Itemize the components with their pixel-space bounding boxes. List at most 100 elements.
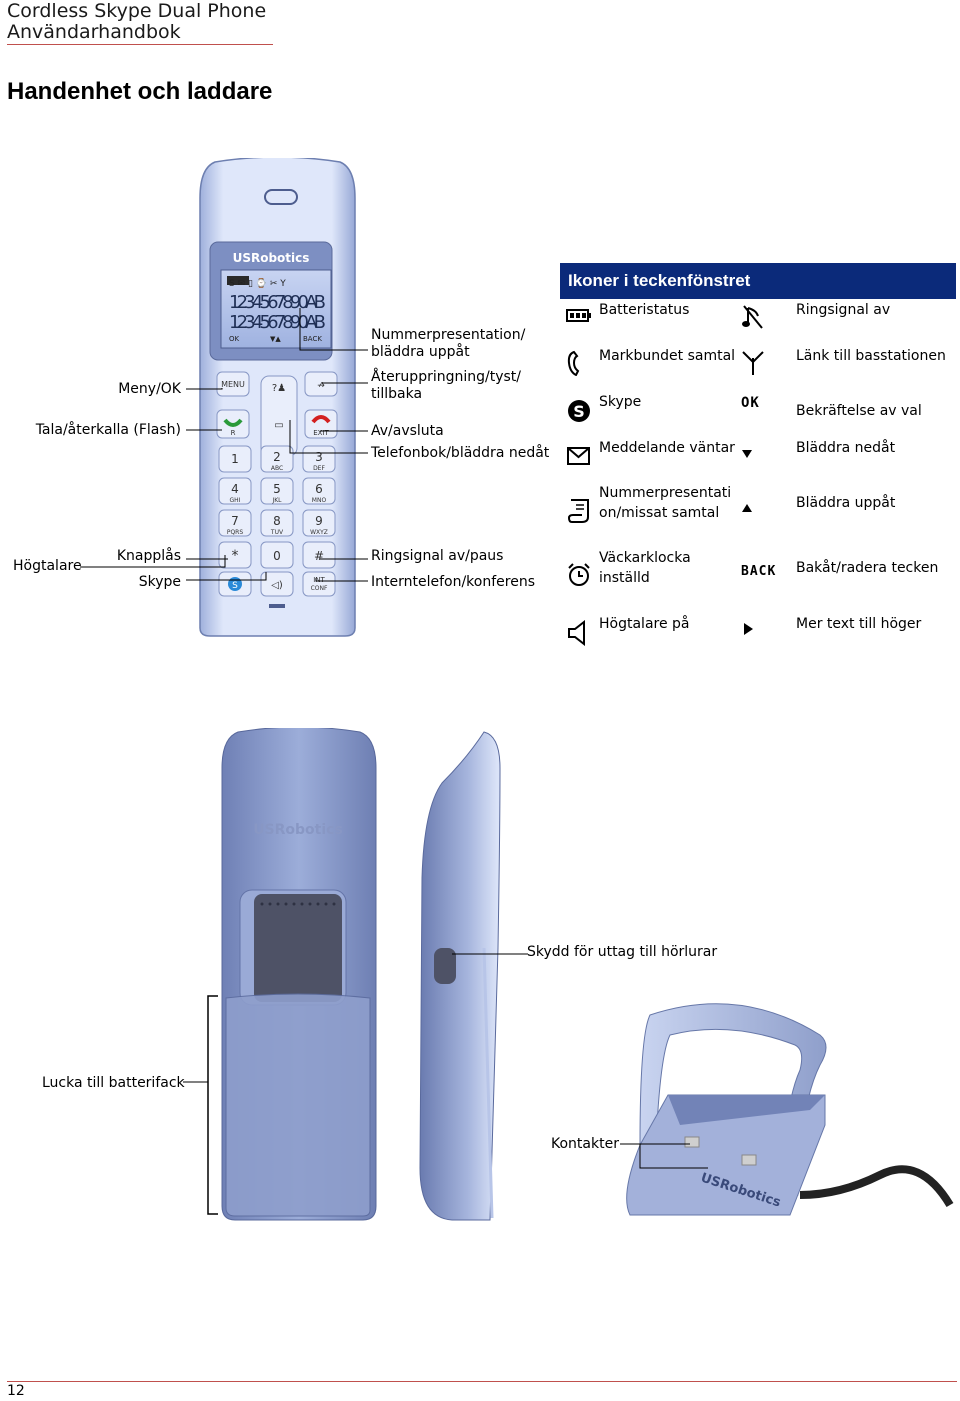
page-number: 12 xyxy=(7,1383,25,1399)
label-ringer: Ringsignal av/paus xyxy=(371,548,504,564)
key-1[interactable] xyxy=(218,445,252,473)
svg-text:CONF: CONF xyxy=(311,585,328,592)
redial-key[interactable] xyxy=(304,371,338,397)
label-talk-flash: Tala/återkalla (Flash) xyxy=(35,422,181,438)
ringer-off-icon xyxy=(740,304,766,330)
exit-key-label: EXIT xyxy=(313,429,329,437)
key-8[interactable] xyxy=(260,509,294,537)
footer-rule xyxy=(7,1381,957,1382)
label-end: Av/avsluta xyxy=(371,423,444,439)
handset-side-illustration xyxy=(419,731,501,1221)
svg-text:MNO: MNO xyxy=(312,497,327,504)
label-redial: Återuppringning/tyst/tillbaka xyxy=(371,369,522,402)
label-keylock: Knapplås xyxy=(116,548,181,564)
svg-text:S: S xyxy=(573,402,585,421)
svg-text:2: 2 xyxy=(273,450,281,464)
right-arrow-icon xyxy=(742,621,754,635)
key-6[interactable] xyxy=(302,477,336,505)
handset-icon xyxy=(566,350,592,377)
battery-icon xyxy=(566,302,592,328)
charger-contact-left xyxy=(684,1136,700,1148)
lcd-softkey-back: BACK xyxy=(303,335,322,343)
svg-text:GHI: GHI xyxy=(230,497,241,504)
svg-text:?♟: ?♟ xyxy=(272,383,286,394)
key-0[interactable] xyxy=(260,541,294,569)
icon-label-ok: Bekräftelse av val xyxy=(796,403,922,419)
lcd-line-2: 1234567890AB xyxy=(229,312,326,333)
speaker-key[interactable] xyxy=(260,571,294,597)
key-9[interactable] xyxy=(302,509,336,537)
icon-label-up: Bläddra uppåt xyxy=(796,495,896,511)
up-arrow-icon xyxy=(741,499,753,512)
icon-label-down: Bläddra nedåt xyxy=(796,440,896,456)
svg-text:JKL: JKL xyxy=(271,497,282,504)
svg-text:PQRS: PQRS xyxy=(227,529,244,536)
charger-illustration: USRobotics xyxy=(626,1003,954,1216)
back-brand: USRobotics xyxy=(253,822,343,838)
battery-cover-bracket xyxy=(183,995,218,1215)
label-battery-cover: Lucka till batterifack xyxy=(42,1075,185,1091)
headset-leader xyxy=(452,953,528,955)
caller-list-icon xyxy=(566,497,592,523)
antenna-icon xyxy=(740,350,766,376)
svg-text:DEF: DEF xyxy=(313,465,325,472)
key-hash[interactable] xyxy=(302,541,336,569)
label-caller-id-up: Nummerpresentation/bläddra uppåt xyxy=(371,327,526,360)
svg-text:0: 0 xyxy=(273,549,281,563)
svg-text:#: # xyxy=(314,549,324,563)
svg-text:S ✉ ▯ ⌚ ✂ Y: S ✉ ▯ ⌚ ✂ Y xyxy=(229,277,286,289)
contacts-leader xyxy=(620,1143,708,1169)
handset-front-illustration: USRobotics S ✉ ▯ ⌚ ✂ Y 1234567890AB 1 2 3 4… xyxy=(199,158,356,637)
label-phonebook: Telefonbok/bläddra nedåt xyxy=(371,445,550,461)
handset-brand: USRobotics xyxy=(233,251,310,265)
menu-key-label: MENU xyxy=(221,380,245,389)
label-skype: Skype xyxy=(138,574,181,590)
svg-text:4: 4 xyxy=(231,482,239,496)
lcd-softkey-ok: OK xyxy=(229,335,240,343)
key-5[interactable] xyxy=(260,477,294,505)
icon-label-antenna: Länk till basstationen xyxy=(796,348,946,364)
back-icon: BACK xyxy=(741,564,777,579)
charger-contact-right xyxy=(741,1154,757,1166)
doc-title: Cordless Skype Dual Phone xyxy=(7,0,267,22)
handset-back-illustration: USRobotics xyxy=(221,728,377,1221)
svg-text:9: 9 xyxy=(315,514,323,528)
headset-jack-cover xyxy=(434,948,456,984)
r-key-label: R xyxy=(231,429,236,437)
icon-label-back: Bakåt/radera tecken xyxy=(796,560,939,576)
label-intercom: Interntelefon/konferens xyxy=(371,574,535,590)
microphone-slot xyxy=(269,604,285,608)
key-2[interactable] xyxy=(260,445,294,473)
key-4[interactable] xyxy=(218,477,252,505)
svg-text:1: 1 xyxy=(231,452,239,466)
svg-text:8: 8 xyxy=(273,514,281,528)
icon-label-right: Mer text till höger xyxy=(796,616,922,632)
svg-text:INT: INT xyxy=(313,576,325,584)
icon-label-battery: Batteristatus xyxy=(599,302,690,318)
envelope-icon xyxy=(566,443,592,469)
icon-label-skype: Skype xyxy=(599,394,642,410)
svg-text:S: S xyxy=(232,581,238,591)
svg-text:6: 6 xyxy=(315,482,323,496)
icon-label-speaker: Högtalare på xyxy=(599,616,690,632)
svg-text:◁): ◁) xyxy=(271,580,283,591)
label-headset: Skydd för uttag till hörlurar xyxy=(527,944,718,960)
svg-text:3: 3 xyxy=(315,450,323,464)
ok-icon: OK xyxy=(741,395,760,411)
lcd-battery-icon xyxy=(227,276,249,285)
label-contacts: Kontakter xyxy=(551,1136,619,1152)
icon-label-message: Meddelande väntar xyxy=(599,440,735,456)
down-arrow-icon xyxy=(741,444,753,458)
svg-text:▼▲: ▼▲ xyxy=(270,335,281,343)
svg-text:↛: ↛ xyxy=(317,381,325,391)
svg-text:ABC: ABC xyxy=(271,465,283,472)
svg-text:*: * xyxy=(232,548,239,564)
speaker-icon xyxy=(566,619,592,647)
key-7[interactable] xyxy=(218,509,252,537)
menu-key[interactable] xyxy=(216,371,250,397)
svg-text:WXYZ: WXYZ xyxy=(310,529,328,536)
icon-label-landline: Markbundet samtal xyxy=(599,348,736,364)
label-menu-ok: Meny/OK xyxy=(118,381,181,397)
